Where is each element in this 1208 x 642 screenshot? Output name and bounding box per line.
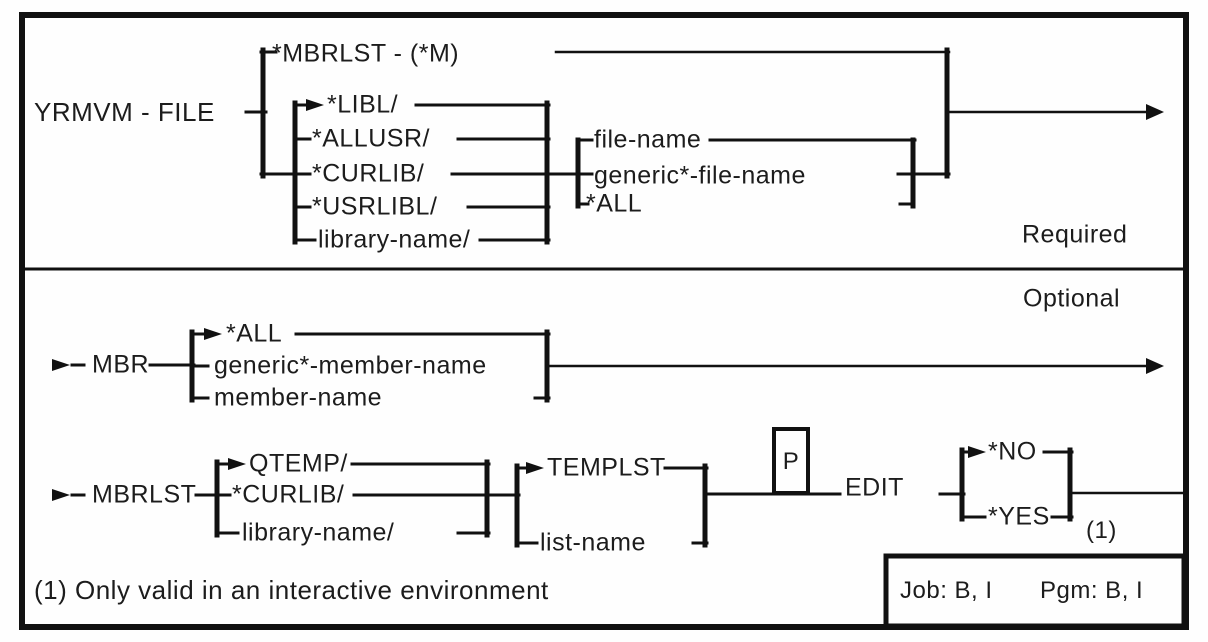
file-branch-lines (244, 47, 1150, 245)
mbr-keyword: MBR (92, 350, 150, 379)
mbr-option-member-name: member-name (214, 383, 383, 412)
mbrlst-branch-lines (194, 447, 1188, 548)
library-option-allusr: *ALLUSR/ (312, 124, 430, 153)
optional-badge: Optional (1023, 284, 1121, 313)
library-option-curlib: *CURLIB/ (312, 159, 425, 188)
libl-default-arrow-icon (306, 99, 324, 111)
mbr-option-generic: generic*-member-name (214, 351, 487, 380)
diagram-border (19, 12, 1189, 630)
environment-job-label: Job: B, I (900, 577, 993, 604)
file-option-filename: file-name (594, 125, 702, 154)
mbrlst-library-option-curlib: *CURLIB/ (232, 480, 345, 509)
edit-keyword: EDIT (845, 473, 904, 502)
file-option-mbrlst: *MBRLST - (*M) (272, 39, 460, 68)
edit-option-yes: *YES (988, 502, 1050, 531)
qtemp-default-arrow-icon (228, 458, 246, 470)
mbrlst-entry-arrow-icon (52, 489, 86, 501)
mbr-branch-lines (148, 329, 1150, 403)
footnote-text: (1) Only valid in an interactive environ… (34, 575, 549, 605)
footnote-ref: (1) (1086, 517, 1117, 544)
environment-pgm-label: Pgm: B, I (1040, 577, 1144, 604)
mbrlst-library-option-name: library-name/ (242, 518, 395, 547)
edit-no-default-arrow-icon (968, 446, 986, 458)
library-option-libl: *LIBL/ (327, 90, 399, 119)
file-continuation-arrow-icon (1146, 104, 1164, 120)
required-badge: Required (1022, 220, 1128, 249)
list-option-templst: TEMPLST (547, 453, 666, 482)
mbrlst-library-option-qtemp: QTEMP/ (249, 449, 348, 478)
mbrlst-keyword: MBRLST (92, 480, 197, 509)
library-option-name: library-name/ (318, 225, 471, 254)
file-option-generic: generic*-file-name (594, 161, 806, 190)
list-option-listname: list-name (540, 528, 646, 557)
edit-option-no: *NO (988, 437, 1037, 466)
command-and-file-keyword: YRMVM - FILE (34, 97, 215, 127)
file-option-all: *ALL (586, 189, 643, 218)
prompt-p-label: P (782, 448, 800, 475)
mbr-option-all: *ALL (226, 319, 283, 348)
mbr-entry-arrow-icon (52, 359, 86, 371)
library-option-usrlibl: *USRLIBL/ (312, 192, 438, 221)
prompt-p-box (772, 427, 810, 495)
templst-default-arrow-icon (526, 462, 544, 474)
mbr-all-default-arrow-icon (204, 328, 222, 340)
environment-box (883, 553, 1187, 629)
mbr-continuation-arrow-icon (1146, 358, 1164, 374)
